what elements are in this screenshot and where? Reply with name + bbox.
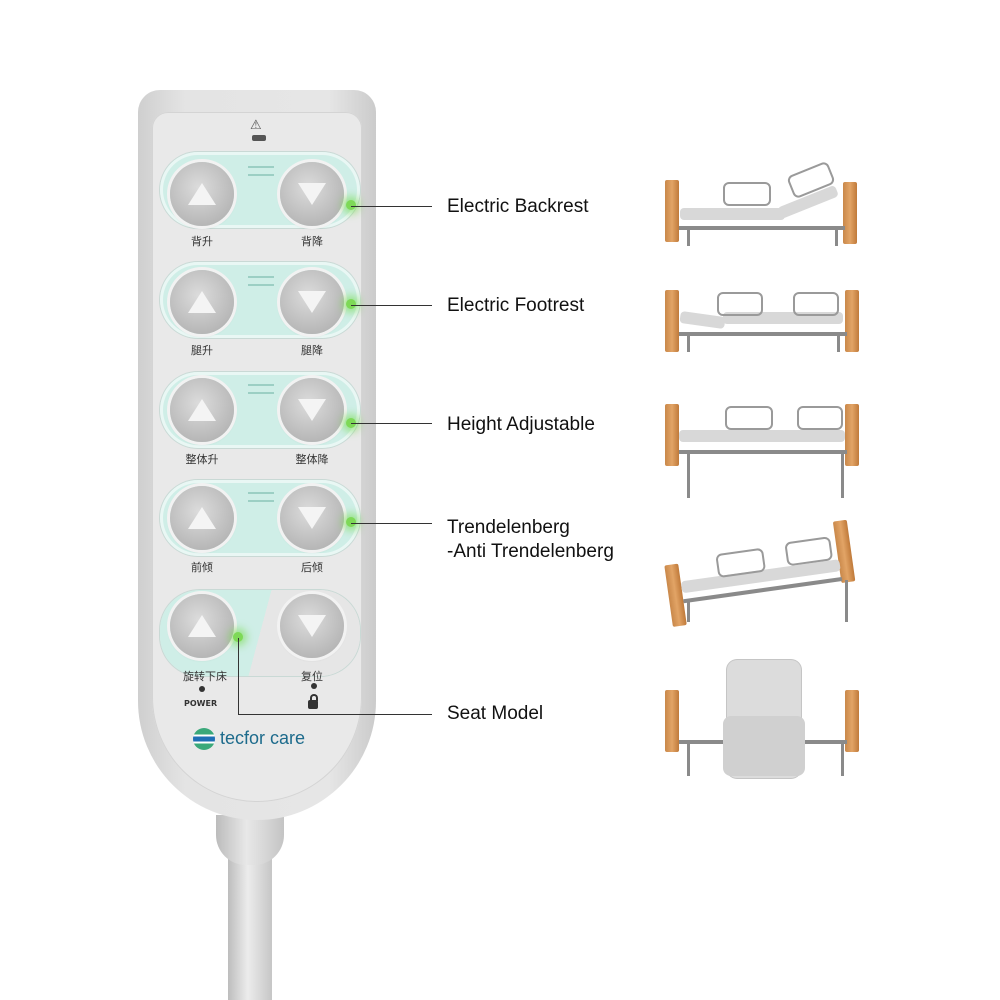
- backrest-icon: [248, 166, 274, 176]
- height-down-label: 整体降: [295, 453, 329, 466]
- down-arrow-icon: [298, 183, 326, 205]
- bed-image-backrest: [665, 160, 860, 250]
- bed-image-trendelenberg: [664, 519, 860, 627]
- callout-electric-backrest: Electric Backrest: [447, 196, 589, 217]
- callout-line: [351, 305, 432, 306]
- brand-logo-icon: [193, 728, 215, 750]
- seat-rotate-button[interactable]: [170, 594, 234, 658]
- power-led: [199, 686, 205, 692]
- indicator-slot: [252, 135, 266, 141]
- callout-trendelenberg: Trendelenberg: [447, 517, 570, 538]
- brand-name: tecfor care: [220, 728, 306, 748]
- height-down-button[interactable]: [280, 378, 344, 442]
- callout-line: [238, 714, 432, 715]
- led-indicator: [233, 632, 243, 642]
- backrest-down-button[interactable]: [280, 162, 344, 226]
- callout-anti-trendelenberg: -Anti Trendelenberg: [447, 541, 614, 562]
- footrest-up-button[interactable]: [170, 270, 234, 334]
- warning-icon: ⚠: [250, 118, 262, 133]
- up-arrow-icon: [188, 291, 216, 313]
- footrest-down-label: 腿降: [301, 344, 323, 357]
- tilt-backward-button[interactable]: [280, 486, 344, 550]
- bed-image-height: [665, 400, 860, 502]
- height-up-button[interactable]: [170, 378, 234, 442]
- seat-rotate-label: 旋转下床: [183, 670, 227, 683]
- callout-line: [351, 523, 432, 524]
- led-indicator: [346, 299, 356, 309]
- up-arrow-icon: [188, 615, 216, 637]
- tilt-forward-button[interactable]: [170, 486, 234, 550]
- callout-line: [351, 423, 432, 424]
- power-label: POWER: [184, 699, 218, 708]
- footrest-down-button[interactable]: [280, 270, 344, 334]
- backrest-up-button[interactable]: [170, 162, 234, 226]
- footrest-icon: [248, 276, 274, 286]
- lock-icon: [308, 694, 318, 709]
- tilt-icon: [248, 492, 274, 502]
- seat-cushion: [723, 716, 805, 776]
- callout-electric-footrest: Electric Footrest: [447, 295, 585, 316]
- tilt-forward-label: 前倾: [191, 561, 213, 574]
- down-arrow-icon: [298, 399, 326, 421]
- up-arrow-icon: [188, 399, 216, 421]
- cable-collar: [216, 815, 284, 865]
- seat-reset-button[interactable]: [280, 594, 344, 658]
- callout-line: [238, 638, 239, 714]
- up-arrow-icon: [188, 507, 216, 529]
- led-indicator: [346, 200, 356, 210]
- down-arrow-icon: [298, 507, 326, 529]
- down-arrow-icon: [298, 291, 326, 313]
- height-icon: [248, 384, 274, 394]
- backrest-up-label: 背升: [191, 235, 213, 248]
- bed-image-seat: [665, 656, 860, 782]
- down-arrow-icon: [298, 615, 326, 637]
- up-arrow-icon: [188, 183, 216, 205]
- tilt-backward-label: 后倾: [301, 561, 323, 574]
- callout-height-adjustable: Height Adjustable: [447, 414, 595, 435]
- backrest-down-label: 背降: [301, 235, 323, 248]
- callout-line: [351, 206, 432, 207]
- lock-led: [311, 683, 317, 689]
- led-indicator: [346, 517, 356, 527]
- bed-image-footrest: [665, 282, 860, 362]
- seat-reset-label: 复位: [301, 670, 323, 683]
- callout-seat-model: Seat Model: [447, 703, 544, 724]
- height-up-label: 整体升: [185, 453, 219, 466]
- footrest-up-label: 腿升: [191, 344, 213, 357]
